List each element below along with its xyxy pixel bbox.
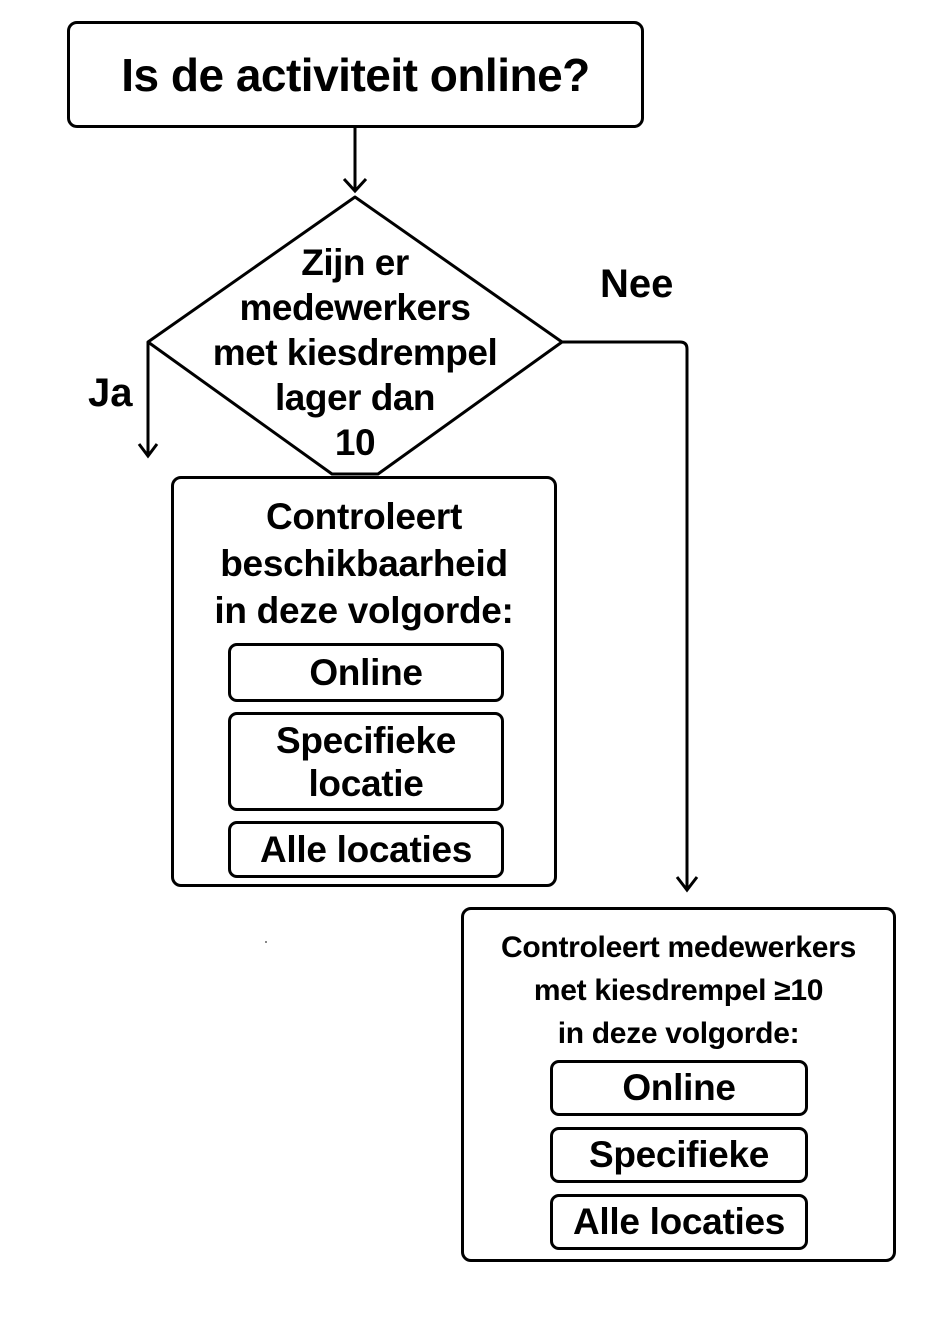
heading-line: in deze volgorde: bbox=[557, 1017, 800, 1050]
option-label: Online bbox=[622, 1067, 736, 1108]
decision-line: 10 bbox=[334, 422, 376, 463]
decision-line: lager dan bbox=[275, 377, 436, 418]
decision-line: Zijn er bbox=[301, 242, 409, 283]
edge-label-yes: Ja bbox=[88, 371, 133, 415]
decision-question: Zijn er medewerkers met kiesdrempel lage… bbox=[175, 240, 535, 465]
yes-branch-heading: Controleert beschikbaarheid in deze volg… bbox=[174, 493, 554, 634]
heading-line: met kiesdrempel ≥10 bbox=[533, 974, 824, 1007]
yes-branch-box: Controleert beschikbaarheid in deze volg… bbox=[171, 476, 557, 887]
start-box: Is de activiteit online? bbox=[67, 21, 644, 128]
heading-line: beschikbaarheid bbox=[220, 543, 508, 584]
option-label: Alle locaties bbox=[259, 829, 473, 870]
start-question: Is de activiteit online? bbox=[121, 48, 590, 101]
heading-line: in deze volgorde: bbox=[214, 590, 514, 631]
no-option-all-locations: Alle locaties bbox=[550, 1194, 808, 1250]
stray-dot bbox=[265, 941, 267, 943]
no-option-specific: Specifieke bbox=[550, 1127, 808, 1183]
option-label: Specifieke bbox=[275, 719, 457, 761]
arrowhead-to-decision bbox=[342, 177, 368, 194]
arrowhead-yes bbox=[137, 443, 159, 459]
no-option-online: Online bbox=[550, 1060, 808, 1116]
option-label: Specifieke bbox=[588, 1134, 770, 1175]
edge-label-no: Nee bbox=[600, 262, 674, 306]
yes-option-specific-location: Specifieke locatie bbox=[228, 712, 504, 811]
option-label: locatie bbox=[308, 762, 424, 804]
heading-line: Controleert medewerkers bbox=[501, 931, 856, 964]
option-label: Online bbox=[309, 652, 423, 693]
no-branch-box: Controleert medewerkers met kiesdrempel … bbox=[461, 907, 896, 1262]
arrowhead-no bbox=[675, 876, 699, 893]
decision-diamond bbox=[146, 195, 564, 476]
yes-option-all-locations: Alle locaties bbox=[228, 821, 504, 878]
decision-line: medewerkers bbox=[239, 287, 471, 328]
connector-no bbox=[562, 340, 689, 888]
yes-option-online: Online bbox=[228, 643, 504, 702]
heading-line: Controleert bbox=[265, 496, 463, 537]
no-branch-heading: Controleert medewerkers met kiesdrempel … bbox=[464, 926, 893, 1055]
decision-line: met kiesdrempel bbox=[212, 332, 498, 373]
option-label: Alle locaties bbox=[572, 1201, 786, 1242]
